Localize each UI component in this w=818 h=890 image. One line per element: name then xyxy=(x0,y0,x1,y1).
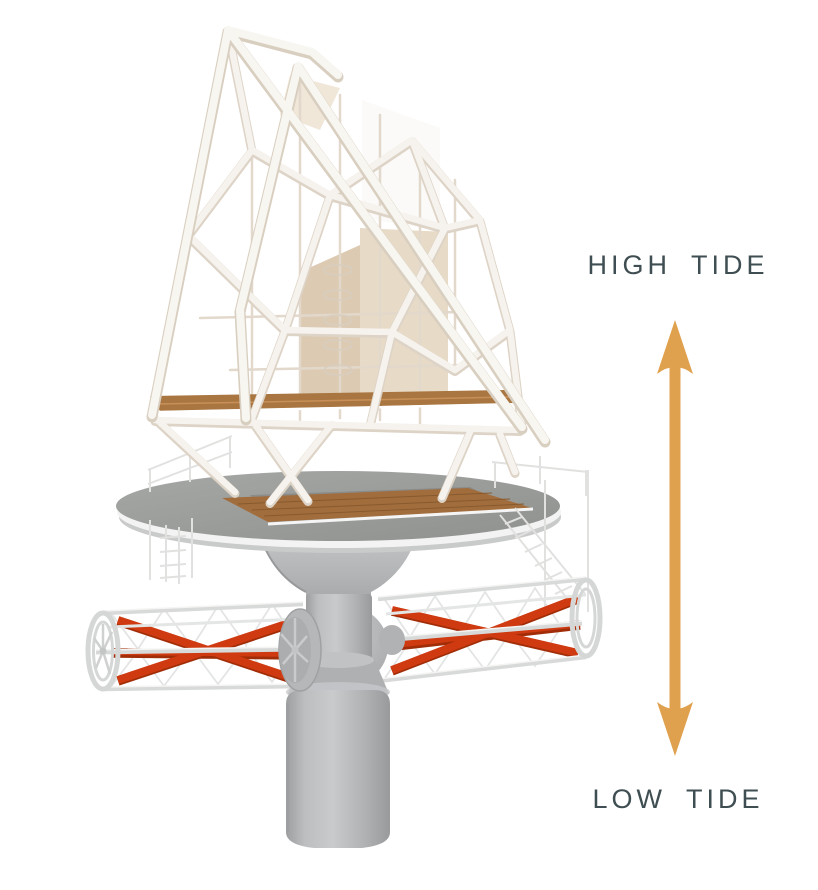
hub-left-drum xyxy=(278,608,322,692)
high-tide-label: HIGH TIDE xyxy=(587,250,769,280)
right-turbine-tube xyxy=(371,576,603,684)
arrow-shaft xyxy=(669,364,681,712)
arrow-head-down xyxy=(657,702,693,756)
left-turbine-tube xyxy=(85,601,304,692)
sail-lattice xyxy=(146,26,551,508)
arrow-head-up xyxy=(657,320,693,374)
hub-right-bump xyxy=(379,625,405,655)
tide-range-arrow-icon xyxy=(657,320,693,756)
mid-deck xyxy=(150,390,525,414)
low-tide-label: LOW TIDE xyxy=(592,784,764,814)
floating-structure-illustration xyxy=(85,26,603,848)
